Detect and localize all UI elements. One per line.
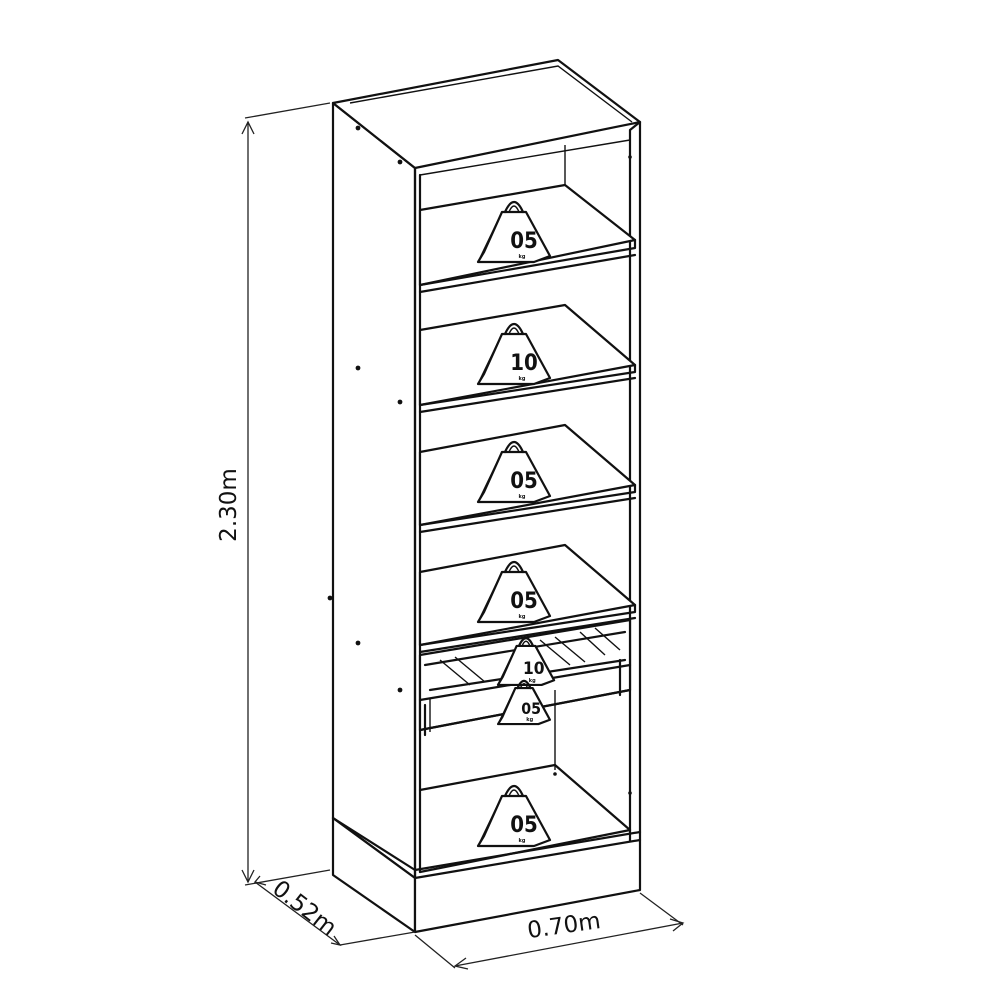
- bottom-compartment: [418, 690, 632, 874]
- weight-unit: kg: [519, 376, 526, 382]
- weight-unit: kg: [526, 717, 533, 723]
- weight-value: 05: [510, 589, 538, 614]
- weight-unit: kg: [519, 614, 526, 620]
- shelves: [418, 183, 637, 874]
- dimension-height: 2.30m: [216, 102, 331, 886]
- weight-unit: kg: [529, 678, 536, 684]
- depth-label: 0.52m: [267, 876, 341, 942]
- width-label: 0.70m: [526, 908, 603, 944]
- fittings: [327, 125, 632, 795]
- weight-value: 05: [510, 229, 538, 254]
- weight-unit: kg: [519, 494, 526, 500]
- weight-value: 05: [521, 699, 541, 718]
- cabinet: [331, 58, 642, 934]
- weight-unit: kg: [519, 254, 526, 260]
- side-panel-left: [331, 101, 417, 880]
- height-label: 2.30m: [216, 468, 242, 542]
- weight-unit: kg: [519, 838, 526, 844]
- plinth-front: [413, 838, 642, 934]
- weight-value: 10: [510, 351, 538, 376]
- weight-value: 05: [510, 469, 538, 494]
- weight-value: 10: [523, 659, 545, 679]
- weight-value: 05: [510, 813, 538, 838]
